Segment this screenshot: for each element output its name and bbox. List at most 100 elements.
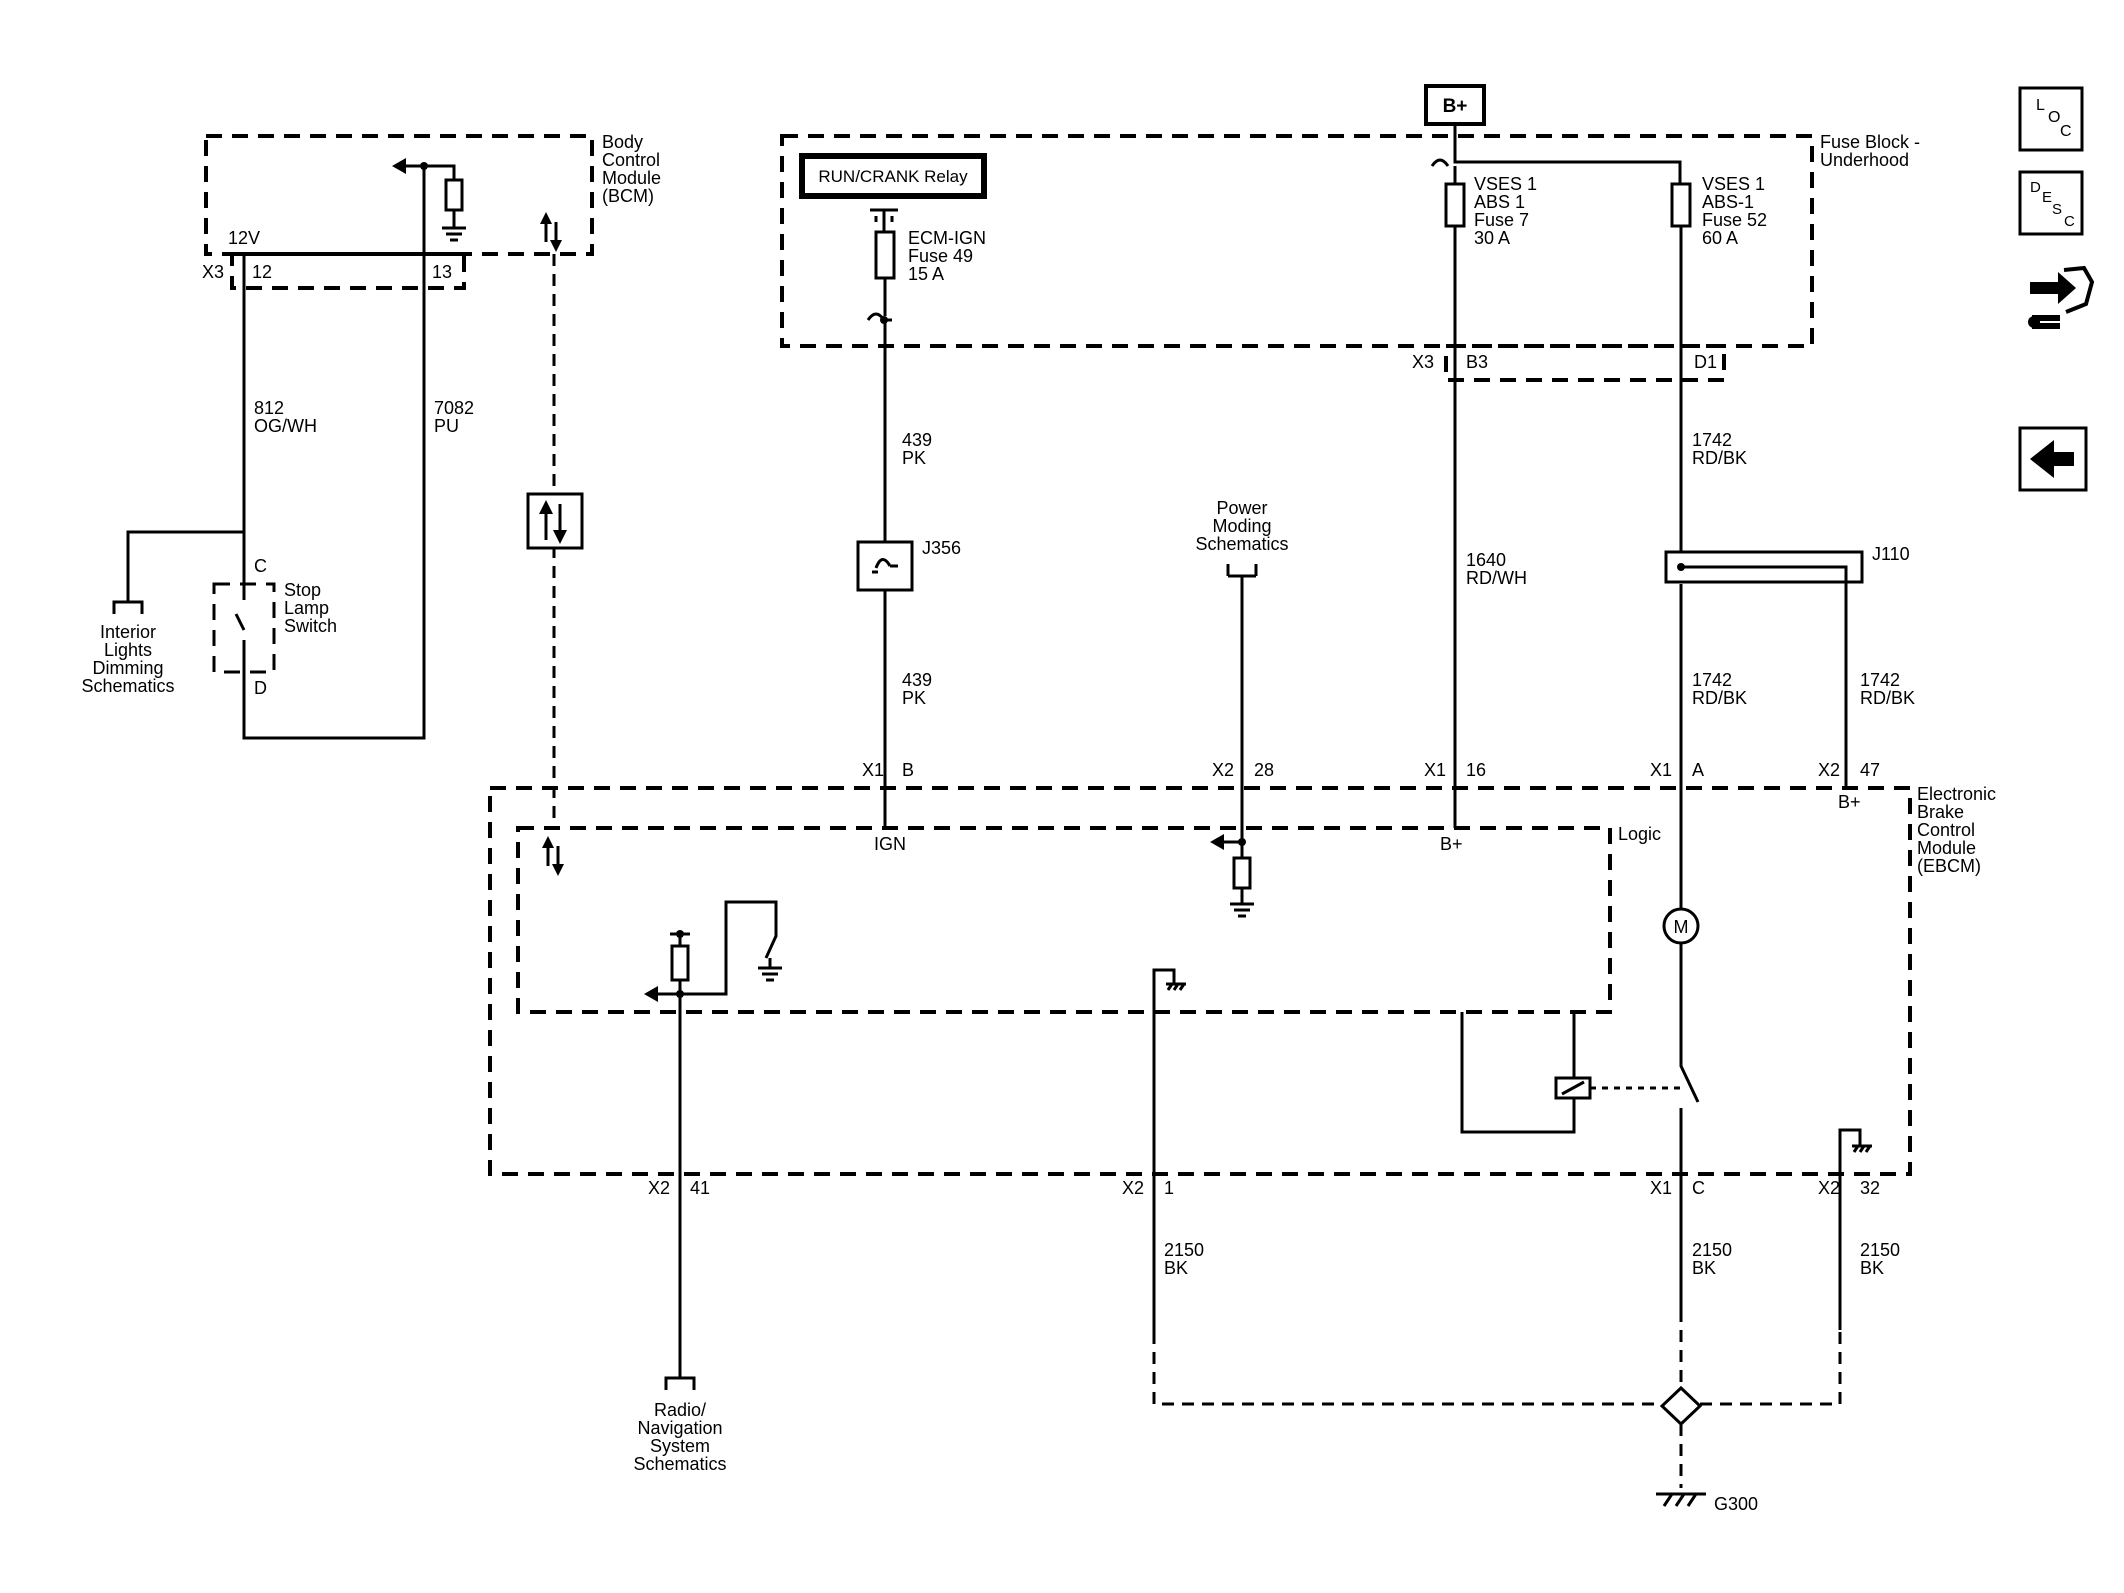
g300-label: G300 — [1714, 1494, 1758, 1514]
power-moding-bracket — [1226, 564, 1258, 578]
svg-text:439: 439 — [902, 430, 932, 450]
interior-lights-ref-bracket — [112, 600, 144, 614]
svg-text:S: S — [2052, 201, 2062, 218]
serial-data-inline-symbol — [526, 492, 584, 550]
fuse-49 — [874, 230, 896, 280]
wire-2150-label-left: 2150 BK — [1164, 1240, 1204, 1278]
svg-text:ABS-1: ABS-1 — [1702, 192, 1754, 212]
bcm-serial-data-icon — [540, 212, 562, 252]
svg-text:Power: Power — [1216, 498, 1267, 518]
svg-text:C: C — [2064, 213, 2075, 230]
fuse-52-label: VSES 1 ABS-1 Fuse 52 60 A — [1702, 174, 1767, 248]
serial-inline-arrows — [539, 500, 567, 544]
switch-pin-c: C — [254, 556, 267, 576]
svg-text:1742: 1742 — [1860, 670, 1900, 690]
svg-text:RD/BK: RD/BK — [1692, 448, 1747, 468]
svg-text:PK: PK — [902, 448, 926, 468]
fuse-52 — [1670, 182, 1692, 228]
back-arrow-icon — [2030, 440, 2074, 478]
stop-lamp-label: Stop Lamp Switch — [284, 580, 337, 636]
run-crank-relay-box — [799, 153, 987, 199]
bcm-label: Body Control Module (BCM) — [602, 132, 661, 206]
ebcm-serial-data-icon — [542, 836, 564, 876]
bcm-arrow-head — [392, 158, 406, 174]
svg-text:Schematics: Schematics — [81, 676, 174, 696]
logic-bplus-label: B+ — [1440, 834, 1463, 854]
ebcm-pin-a: A — [1692, 760, 1704, 780]
svg-text:C: C — [2060, 123, 2072, 140]
ebcm-pin-b: B — [902, 760, 914, 780]
svg-text:Dimming: Dimming — [92, 658, 163, 678]
svg-text:L: L — [2036, 97, 2045, 114]
svg-text:15 A: 15 A — [908, 264, 944, 284]
radio-pullup-resistor — [670, 944, 690, 982]
radio-ref-bracket — [664, 1376, 696, 1390]
svg-text:OG/WH: OG/WH — [254, 416, 317, 436]
svg-text:ECM-IGN: ECM-IGN — [908, 228, 986, 248]
svg-text:D: D — [2030, 179, 2041, 196]
ebcm-x2-1-conn: X2 — [1122, 1178, 1144, 1198]
svg-text:1640: 1640 — [1466, 550, 1506, 570]
ebcm-pin-16: 16 — [1466, 760, 1486, 780]
svg-text:Module: Module — [1917, 838, 1976, 858]
back-button[interactable] — [2018, 426, 2088, 492]
svg-text:2150: 2150 — [1692, 1240, 1732, 1260]
svg-text:812: 812 — [254, 398, 284, 418]
bcm-12v-label: 12V — [228, 228, 260, 248]
ebcm-x1-a-conn: X1 — [1650, 760, 1672, 780]
svg-text:PU: PU — [434, 416, 459, 436]
bplus-feed — [1453, 124, 1682, 184]
ebcm-x1-c-conn: X1 — [1650, 1178, 1672, 1198]
wire-7082-label: 7082 PU — [434, 398, 474, 436]
svg-text:60 A: 60 A — [1702, 228, 1738, 248]
desc-icon: D E S C — [2030, 179, 2075, 230]
svg-text:VSES 1: VSES 1 — [1702, 174, 1765, 194]
interior-lights-ref-label[interactable]: Interior Lights Dimming Schematics — [81, 622, 174, 696]
ebcm-pin-41: 41 — [690, 1178, 710, 1198]
bplus-top-box — [1424, 84, 1486, 126]
desc-button[interactable]: D E S C — [2018, 170, 2084, 236]
ebcm-x2-41-conn: X2 — [648, 1178, 670, 1198]
ebcm-x2-32-conn: X2 — [1818, 1178, 1840, 1198]
svg-text:Lights: Lights — [104, 640, 152, 660]
fb-pin-b3: B3 — [1466, 352, 1488, 372]
bcm-pullup-resistor — [444, 178, 464, 212]
svg-text:Fuse Block -: Fuse Block - — [1820, 132, 1920, 152]
svg-text:Electronic: Electronic — [1917, 784, 1996, 804]
ebcm-x1-16-conn: X1 — [1424, 760, 1446, 780]
fb-pin-d1: D1 — [1694, 352, 1717, 372]
wire-1640-label: 1640 RD/WH — [1466, 550, 1527, 588]
svg-text:PK: PK — [902, 688, 926, 708]
ebcm-label: Electronic Brake Control Module (EBCM) — [1917, 784, 1996, 876]
svg-text:RD/BK: RD/BK — [1860, 688, 1915, 708]
radio-ref-label[interactable]: Radio/ Navigation System Schematics — [633, 1400, 726, 1474]
svg-text:439: 439 — [902, 670, 932, 690]
fuse-49-label: ECM-IGN Fuse 49 15 A — [908, 228, 986, 284]
wire-1742-label-right: 1742 RD/BK — [1860, 670, 1915, 708]
svg-text:Body: Body — [602, 132, 643, 152]
svg-text:RD/BK: RD/BK — [1692, 688, 1747, 708]
power-moding-ref-label[interactable]: Power Moding Schematics — [1195, 498, 1288, 554]
svg-text:Fuse 52: Fuse 52 — [1702, 210, 1767, 230]
wire-1742-label-top: 1742 RD/BK — [1692, 430, 1747, 468]
svg-text:Switch: Switch — [284, 616, 337, 636]
svg-text:Lamp: Lamp — [284, 598, 329, 618]
connector-button[interactable] — [2028, 265, 2095, 329]
ebcm-pin-47: 47 — [1860, 760, 1880, 780]
loc-button[interactable]: L O C — [2018, 86, 2084, 152]
ebcm-bplus-label: B+ — [1838, 792, 1861, 812]
svg-text:Control: Control — [602, 150, 660, 170]
svg-text:1742: 1742 — [1692, 430, 1732, 450]
fuse-block-connector-box — [1444, 344, 1726, 382]
fuse-block-box — [780, 134, 1814, 348]
pump-motor-label: M — [1674, 917, 1689, 937]
run-crank-relay-label: RUN/CRANK Relay — [818, 167, 968, 186]
svg-text:Fuse 7: Fuse 7 — [1474, 210, 1529, 230]
bcm-pin-12: 12 — [252, 262, 272, 282]
svg-text:2150: 2150 — [1164, 1240, 1204, 1260]
svg-text:ABS 1: ABS 1 — [1474, 192, 1525, 212]
svg-text:Underhood: Underhood — [1820, 150, 1909, 170]
interior-lights-wire — [126, 530, 244, 602]
fuse-7-label: VSES 1 ABS 1 Fuse 7 30 A — [1474, 174, 1537, 248]
ebcm-x2-28-conn: X2 — [1212, 760, 1234, 780]
